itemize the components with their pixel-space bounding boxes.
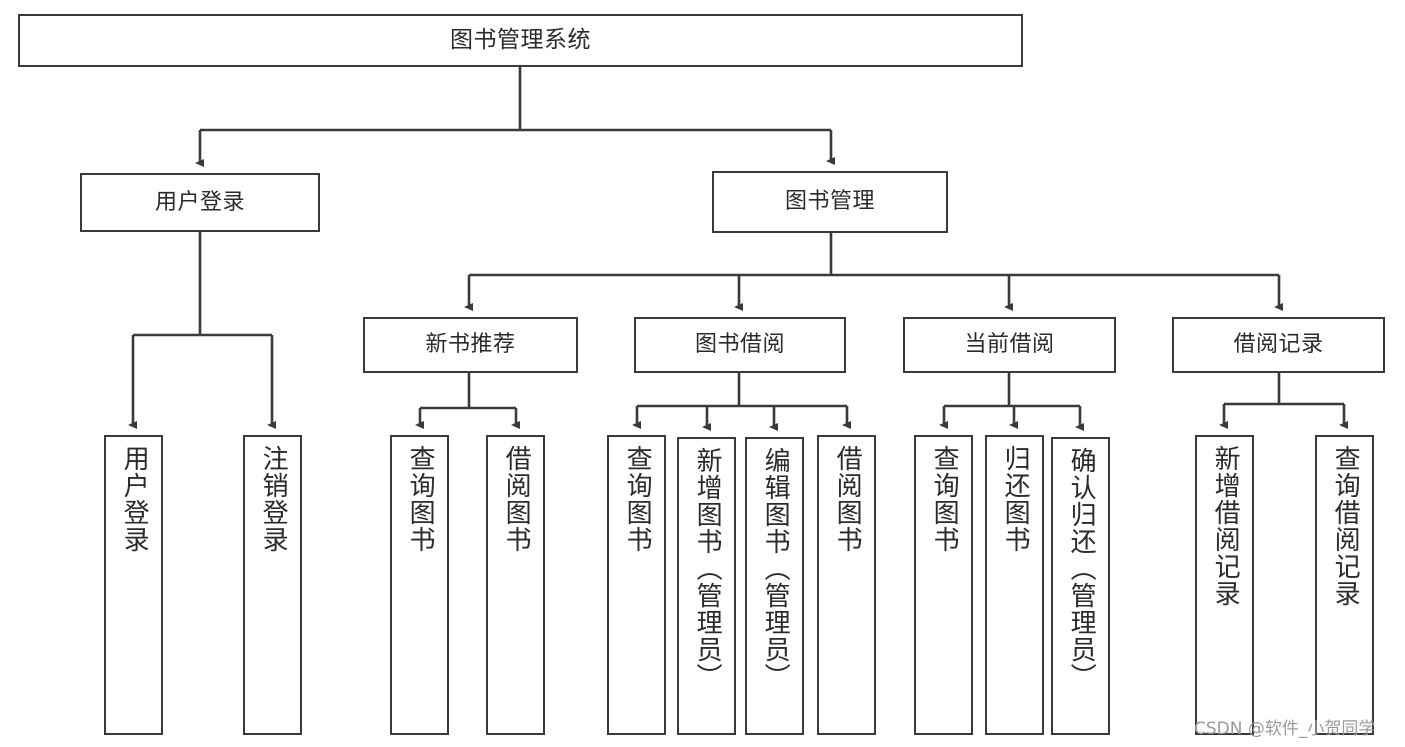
node-book-manage[interactable]: 图书管理 xyxy=(712,171,948,233)
node-borrow-record-label: 借阅记录 xyxy=(1233,332,1324,358)
node-leaf-borrow-book-2-label: 借阅图书 xyxy=(832,445,863,553)
node-leaf-return-book[interactable]: 归还图书 xyxy=(985,435,1044,735)
node-new-book-rec[interactable]: 新书推荐 xyxy=(363,317,578,373)
csdn-watermark: CSDN @软件_小贺同学 xyxy=(1194,719,1376,739)
node-leaf-add-record-label: 新增借阅记录 xyxy=(1210,445,1241,607)
node-leaf-edit-book[interactable]: 编辑图书（管理员） xyxy=(745,437,804,735)
node-leaf-add-book-label: 新增图书（管理员） xyxy=(692,447,723,690)
node-leaf-query-book-2-label: 查询图书 xyxy=(622,445,653,553)
node-current-borrow-label: 当前借阅 xyxy=(964,332,1055,358)
node-leaf-user-login[interactable]: 用户登录 xyxy=(104,435,163,735)
node-leaf-edit-book-label: 编辑图书（管理员） xyxy=(760,447,791,690)
node-leaf-confirm-return-label: 确认归还（管理员） xyxy=(1066,447,1097,690)
node-borrow-record[interactable]: 借阅记录 xyxy=(1172,317,1385,373)
node-leaf-query-book-1[interactable]: 查询图书 xyxy=(390,435,449,735)
node-leaf-query-book-3[interactable]: 查询图书 xyxy=(914,435,973,735)
node-book-borrow-label: 图书借阅 xyxy=(694,332,785,358)
node-leaf-add-book[interactable]: 新增图书（管理员） xyxy=(677,437,736,735)
node-leaf-user-logout[interactable]: 注销登录 xyxy=(243,435,302,735)
node-root[interactable]: 图书管理系统 xyxy=(18,14,1023,67)
node-leaf-confirm-return[interactable]: 确认归还（管理员） xyxy=(1051,437,1110,735)
node-new-book-rec-label: 新书推荐 xyxy=(425,332,516,358)
node-leaf-query-record-label: 查询借阅记录 xyxy=(1330,445,1361,607)
node-user-login-label: 用户登录 xyxy=(154,189,245,215)
node-leaf-query-record[interactable]: 查询借阅记录 xyxy=(1315,435,1374,735)
node-leaf-query-book-3-label: 查询图书 xyxy=(929,445,960,553)
node-root-label: 图书管理系统 xyxy=(450,26,591,53)
node-leaf-add-record[interactable]: 新增借阅记录 xyxy=(1195,435,1254,735)
node-leaf-user-login-label: 用户登录 xyxy=(119,445,150,553)
node-leaf-query-book-1-label: 查询图书 xyxy=(405,445,436,553)
node-leaf-user-logout-label: 注销登录 xyxy=(258,445,289,553)
node-book-borrow[interactable]: 图书借阅 xyxy=(634,317,846,373)
node-leaf-borrow-book-1[interactable]: 借阅图书 xyxy=(486,435,545,735)
node-leaf-query-book-2[interactable]: 查询图书 xyxy=(607,435,666,735)
node-leaf-borrow-book-1-label: 借阅图书 xyxy=(501,445,532,553)
node-current-borrow[interactable]: 当前借阅 xyxy=(903,317,1116,373)
node-book-manage-label: 图书管理 xyxy=(784,189,875,215)
node-user-login[interactable]: 用户登录 xyxy=(80,173,320,232)
node-leaf-borrow-book-2[interactable]: 借阅图书 xyxy=(817,435,876,735)
node-leaf-return-book-label: 归还图书 xyxy=(1000,445,1031,553)
